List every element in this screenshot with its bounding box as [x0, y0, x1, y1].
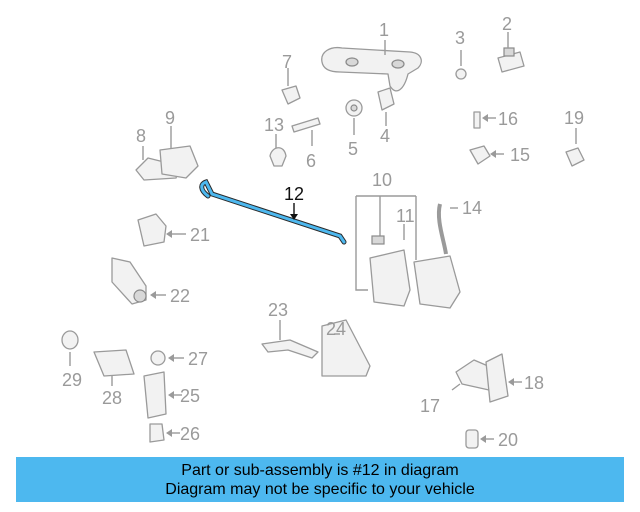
- callout-26: 26: [180, 424, 200, 444]
- callout-10: 10: [372, 170, 392, 190]
- callout-28: 28: [102, 388, 122, 408]
- parts-diagram: 1 2 3 7 5 4 6 13: [61, 14, 585, 450]
- callout-7: 7: [282, 52, 292, 72]
- banner-line-1: Part or sub-assembly is #12 in diagram: [181, 462, 459, 479]
- part-28-boot: 28: [93, 349, 135, 408]
- callout-29: 29: [62, 370, 82, 390]
- part-21-bracket: 21: [137, 213, 210, 247]
- callout-4: 4: [380, 126, 390, 146]
- callout-27: 27: [188, 349, 208, 369]
- part-4-bracket: 4: [377, 87, 395, 146]
- callout-25: 25: [180, 386, 200, 406]
- callout-11: 11: [396, 206, 415, 226]
- callout-1: 1: [379, 20, 389, 40]
- callout-12: 12: [284, 184, 304, 204]
- part-16-screw: 16: [473, 109, 518, 129]
- callout-16: 16: [498, 109, 518, 129]
- callout-15: 15: [510, 145, 530, 165]
- part-1-outside-handle: 1: [321, 20, 422, 92]
- part-5-bushing: 5: [345, 99, 363, 159]
- callout-20: 20: [498, 430, 518, 450]
- part-7-clip: 7: [281, 52, 301, 105]
- part-9-bezel: 9: [159, 108, 199, 179]
- part-25-pad: 25: [143, 371, 200, 419]
- callout-21: 21: [190, 225, 210, 245]
- part-12-lock-rod: 12: [199, 178, 347, 245]
- callout-8: 8: [136, 126, 146, 146]
- callout-23: 23: [268, 300, 288, 320]
- part-29-grommet: 29: [61, 330, 82, 390]
- banner-line-2: Diagram may not be specific to your vehi…: [165, 481, 475, 498]
- callout-6: 6: [306, 151, 316, 171]
- part-18-hinge: 18: [485, 353, 544, 403]
- part-10-latch-assembly: 10: [355, 170, 461, 309]
- part-2-cylinder: 2: [497, 14, 525, 73]
- part-24-cover: 24: [321, 319, 371, 377]
- part-14-cable: 14: [436, 198, 482, 255]
- part-22-striker-plate: 22: [111, 257, 190, 306]
- part-15-clip: 15: [469, 145, 530, 165]
- part-26-bolt: 26: [149, 423, 200, 444]
- callout-3: 3: [455, 28, 465, 48]
- callout-14: 14: [462, 198, 482, 218]
- info-banner: Part or sub-assembly is #12 in diagram D…: [16, 457, 624, 502]
- callout-9: 9: [165, 108, 175, 128]
- part-6-pin: 6: [291, 117, 321, 171]
- callout-2: 2: [502, 14, 512, 34]
- callout-13: 13: [264, 115, 284, 135]
- callout-24: 24: [326, 319, 346, 339]
- part-23-check-link: 23: [261, 300, 319, 359]
- callout-18: 18: [524, 373, 544, 393]
- callout-19: 19: [564, 108, 584, 128]
- part-27-nut: 27: [150, 349, 208, 369]
- callout-17: 17: [420, 396, 440, 416]
- part-3-washer: 3: [455, 28, 467, 80]
- part-19-grommet: 19: [564, 108, 585, 167]
- part-20-cap: 20: [465, 429, 518, 450]
- part-13-clip: 13: [264, 115, 287, 167]
- callout-22: 22: [170, 286, 190, 306]
- callout-5: 5: [348, 139, 358, 159]
- part-11-actuator: 11: [396, 206, 415, 240]
